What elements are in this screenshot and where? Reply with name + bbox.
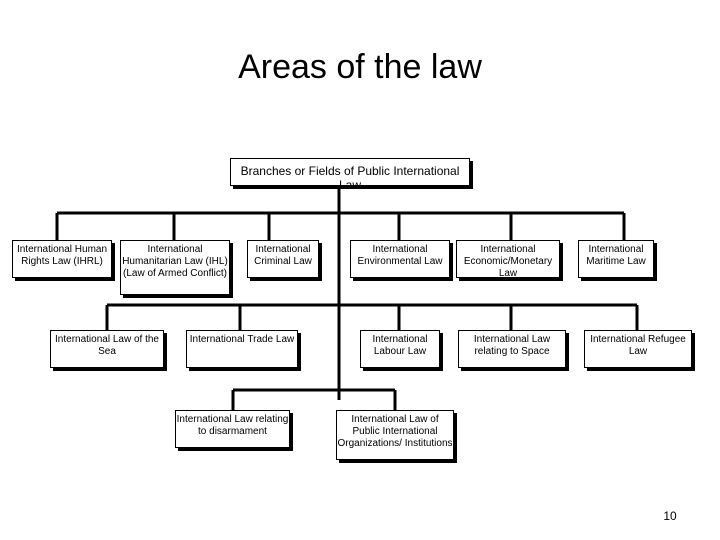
node-ihrl: International Human Rights Law (IHRL)	[12, 240, 112, 278]
node-maritime: International Maritime Law	[578, 240, 654, 278]
node-economic: International Economic/Monetary Law	[456, 240, 560, 278]
node-disarmament: International Law relating to disarmamen…	[175, 410, 290, 448]
node-refugee: International Refugee Law	[584, 330, 692, 368]
node-labour: International Labour Law	[360, 330, 440, 368]
node-ihl: International Humanitarian Law (IHL) (La…	[120, 240, 230, 295]
node-organizations: International Law of Public Internationa…	[336, 410, 454, 460]
node-sea: International Law of the Sea	[50, 330, 164, 368]
node-trade: International Trade Law	[186, 330, 298, 368]
page-number: 10	[663, 509, 677, 523]
node-space: International Law relating to Space	[458, 330, 566, 368]
page-title: Areas of the law	[238, 48, 482, 86]
node-environmental: International Environmental Law	[350, 240, 450, 278]
node-criminal: International Criminal Law	[247, 240, 319, 278]
root-node: Branches or Fields of Public Internation…	[230, 158, 470, 186]
